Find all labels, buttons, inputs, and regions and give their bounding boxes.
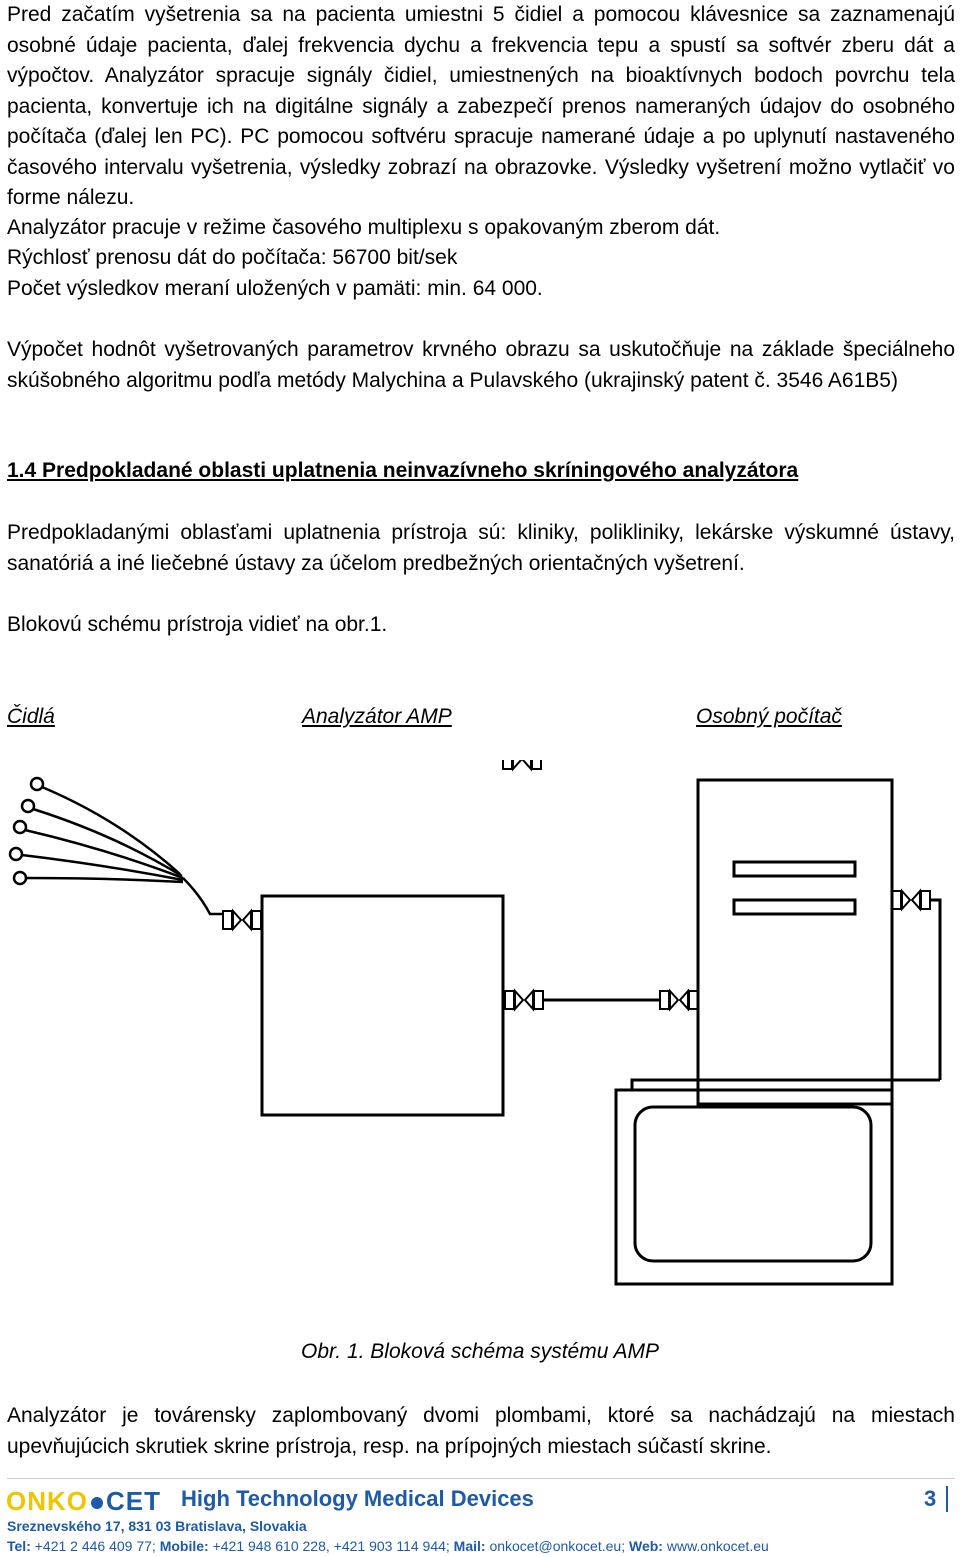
sensor-2	[20, 798, 36, 814]
sensor-wire-1	[41, 785, 181, 875]
sensor-cable	[182, 877, 222, 916]
connector-pc-left	[659, 990, 699, 1010]
paragraph-seals: Analyzátor je továrensky zaplombovaný dv…	[7, 1404, 955, 1458]
logo-right: CET	[106, 1486, 161, 1516]
sensor-wire-2	[32, 807, 183, 878]
sensor-wire-4	[21, 853, 184, 882]
page-number: 3	[924, 1486, 949, 1512]
monitor	[614, 1088, 894, 1286]
onkocet-logo: ONKO CET	[6, 1486, 161, 1517]
footer-contacts: Tel: +421 2 446 409 77; Mobile: +421 948…	[7, 1538, 769, 1554]
tel-value: +421 2 446 409 77;	[34, 1538, 156, 1554]
sensor-5	[12, 870, 28, 886]
paragraph-calc: Výpočet hodnôt vyšetrovaných parametrov …	[7, 338, 955, 392]
block-diagram	[8, 760, 942, 1286]
sensor-3	[12, 819, 28, 835]
footer-address: Sreznevského 17, 831 03 Bratislava, Slov…	[7, 1518, 307, 1534]
mail-label: Mail:	[453, 1538, 486, 1554]
connector-analyzer-out	[502, 760, 542, 770]
paragraph-speed: Rýchlosť prenosu dát do počítača: 56700 …	[7, 246, 458, 269]
mobile-label: Mobile:	[159, 1538, 209, 1554]
paragraph-multiplex: Analyzátor pracuje v režime časového mul…	[7, 216, 721, 239]
connector-sensor-analyzer	[222, 910, 262, 930]
sensor-wire-5	[24, 876, 184, 884]
figure-caption: Obr. 1. Bloková schéma systému AMP	[301, 1340, 659, 1363]
web-label: Web:	[628, 1538, 663, 1554]
monitor-frame	[614, 1088, 894, 1286]
label-pc: Osobný počítač	[696, 705, 842, 728]
footer-tagline: High Technology Medical Devices	[181, 1486, 534, 1511]
connector-pc-right	[891, 890, 931, 910]
pc-unit	[630, 778, 942, 1106]
paragraph-scheme-ref: Blokovú schému prístroja vidieť na obr.1…	[7, 613, 388, 636]
cable-pc-monitor-vertical	[930, 898, 942, 1080]
logo-dot-icon	[91, 1497, 103, 1510]
pc-drive-1	[732, 860, 857, 878]
pc-case	[696, 778, 894, 1106]
sensor-wire-3	[24, 828, 184, 880]
sensor-1	[29, 776, 45, 792]
label-analyzer: Analyzátor AMP	[302, 705, 452, 728]
logo-left: ONKO	[6, 1486, 88, 1516]
section-heading: 1.4 Predpokladané oblasti uplatnenia nei…	[7, 459, 799, 482]
pc-drive-2	[732, 898, 857, 916]
web-link[interactable]: www.onkocet.eu	[666, 1538, 769, 1554]
mobile-value: +421 948 610 228, +421 903 114 944;	[212, 1538, 450, 1554]
label-sensors: Čidlá	[7, 705, 55, 728]
cable-pc-monitor-horizontal	[630, 1078, 940, 1090]
sensor-4	[8, 846, 24, 862]
sensor-group	[8, 776, 222, 916]
footer-divider	[7, 1478, 955, 1479]
paragraph-count: Počet výsledkov meraní uložených v pamät…	[7, 277, 543, 300]
tel-label: Tel:	[7, 1538, 31, 1554]
connector-analyzer-right	[504, 990, 544, 1010]
monitor-screen	[633, 1105, 873, 1263]
paragraph-intro: Pred začatím vyšetrenia sa na pacienta u…	[7, 3, 955, 209]
mail-link[interactable]: onkocet@onkocet.eu;	[489, 1538, 626, 1554]
analyzer-box	[260, 894, 505, 1117]
paragraph-areas: Predpokladanými oblasťami uplatnenia prí…	[7, 521, 955, 575]
